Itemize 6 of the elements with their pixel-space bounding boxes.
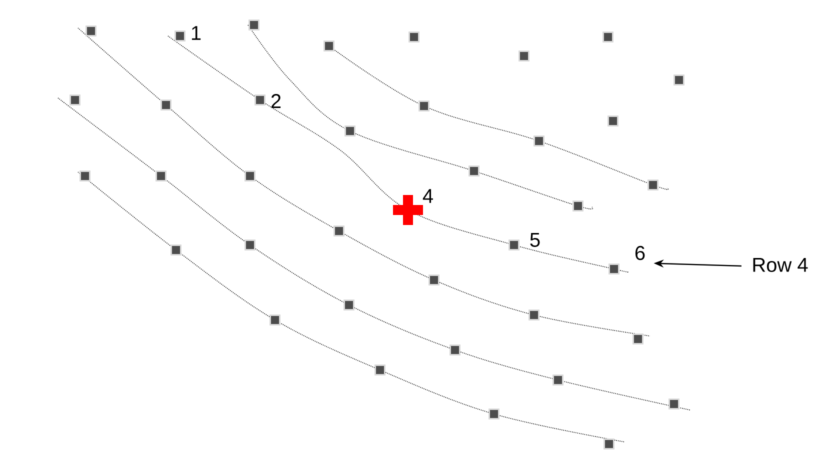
point-number: 4 — [422, 189, 433, 203]
point-number: 5 — [530, 233, 540, 247]
point-number: 6 — [635, 246, 645, 260]
point-number: 2 — [271, 94, 281, 108]
row-label: Row 4 — [753, 258, 808, 272]
point-number: 1 — [192, 26, 201, 40]
